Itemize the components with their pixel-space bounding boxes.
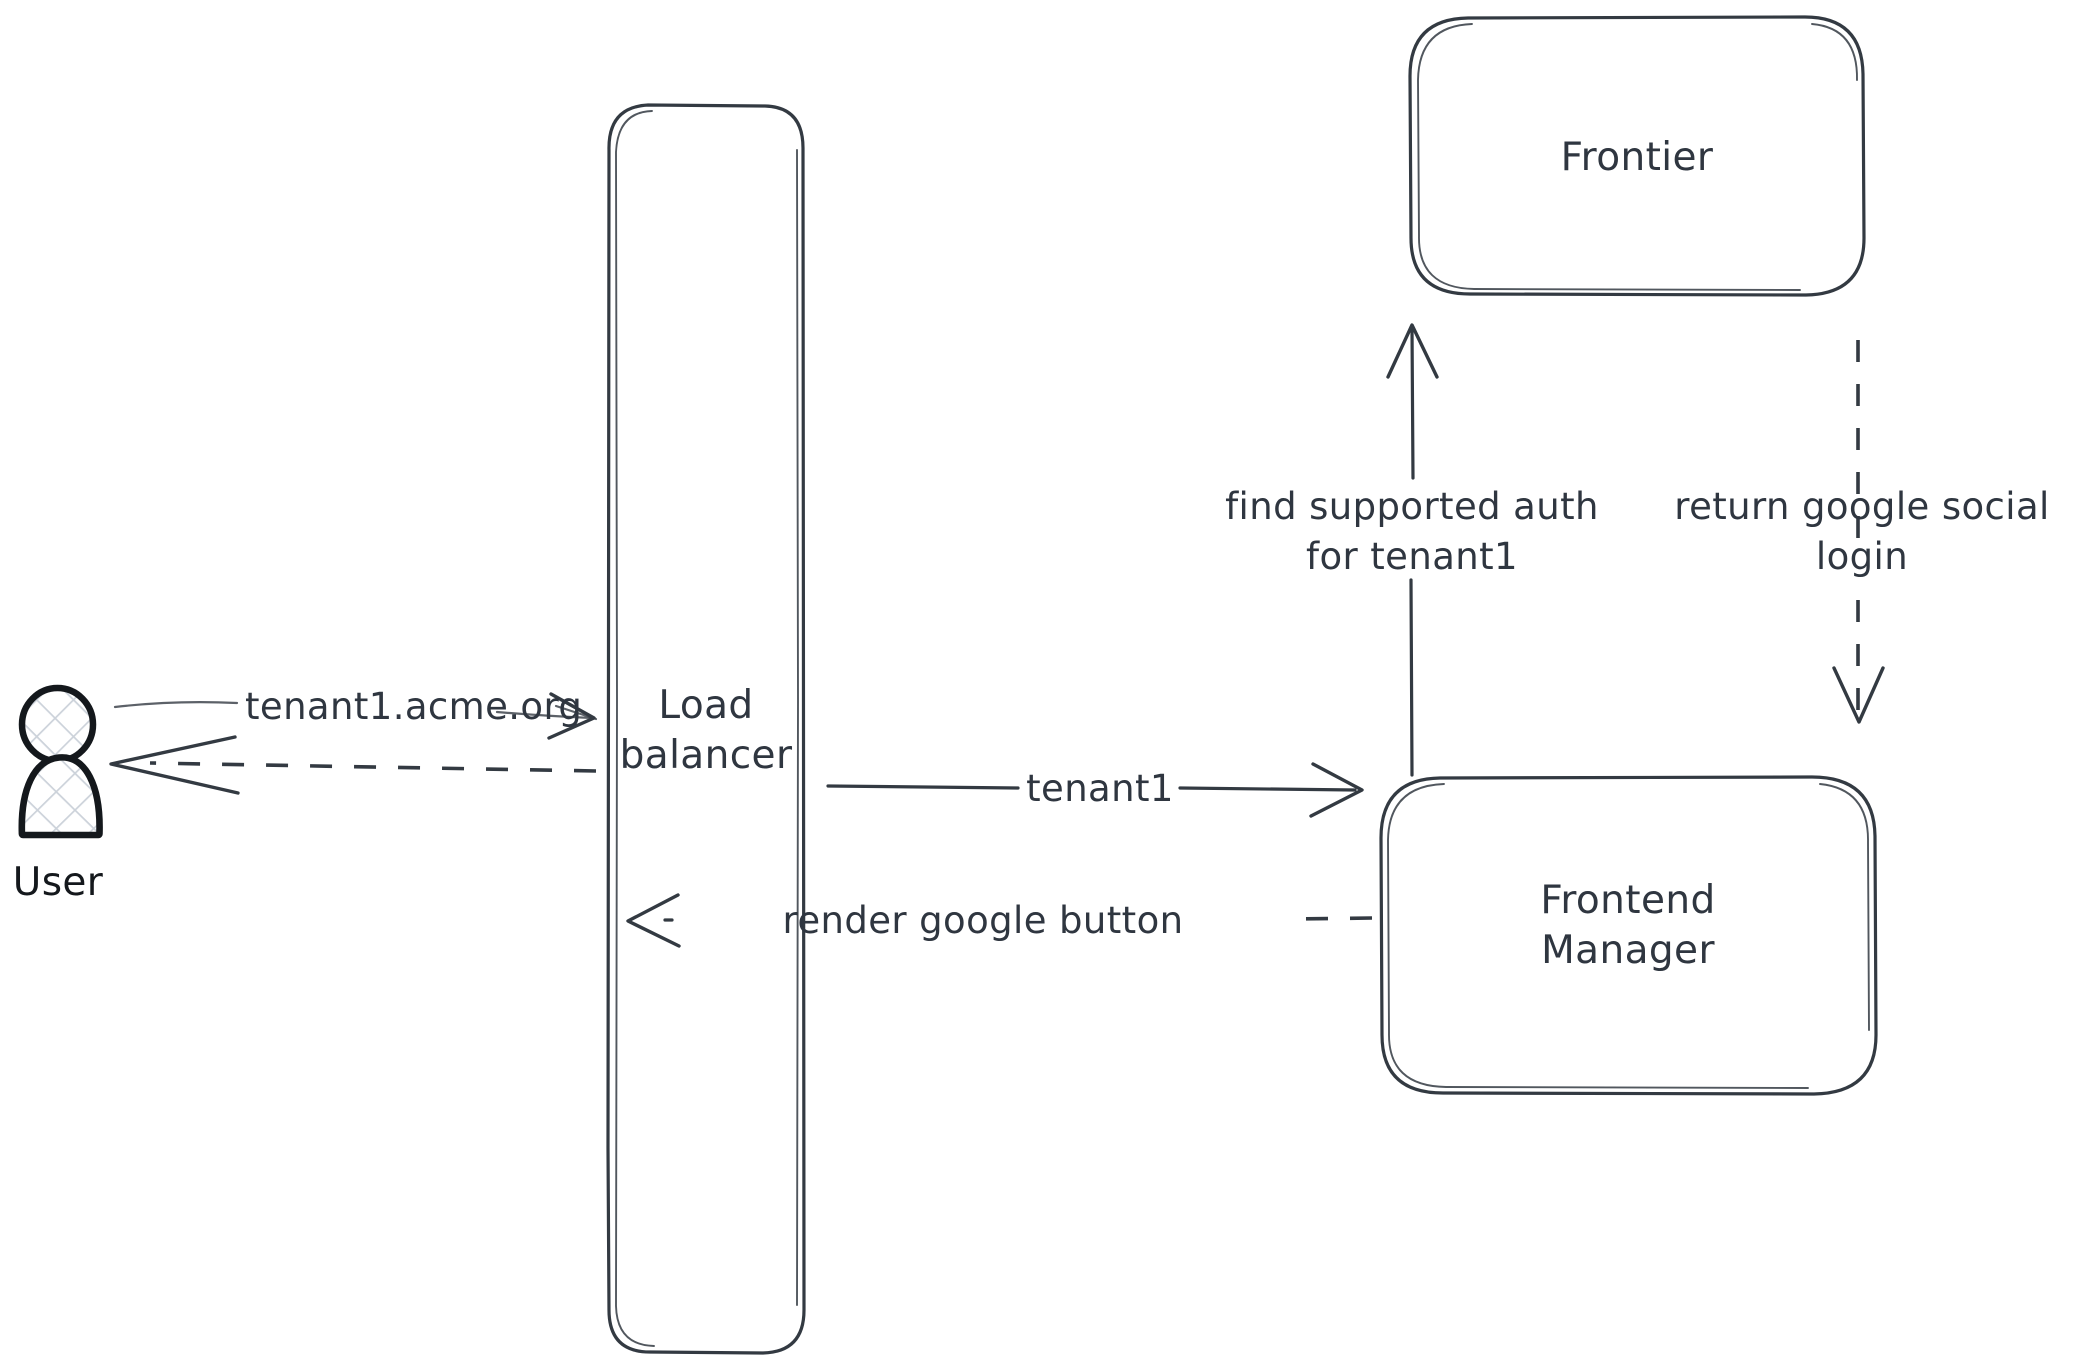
edge-label-find-supported-auth-line1: find supported auth [1225,485,1599,528]
node-frontier[interactable]: Frontier [1408,15,1866,297]
load-balancer-label-line1: Load [658,683,753,728]
edge-frontend-manager-to-frontier: find supported auth for tenant1 [1225,323,1599,777]
edge-label-find-supported-auth-line2: for tenant1 [1306,535,1518,578]
user-icon [18,684,103,839]
edge-frontier-to-frontend-manager: return google social login [1674,340,2049,724]
node-frontend-manager[interactable]: Frontend Manager [1379,775,1878,1096]
frontend-manager-label-line1: Frontend [1540,878,1715,923]
edge-load-balancer-to-frontend-manager: tenant1 [826,762,1364,818]
frontend-manager-label-line2: Manager [1541,928,1715,973]
edge-label-tenant1-acme-org: tenant1.acme.org [245,685,582,728]
node-load-balancer[interactable]: Load balancer [606,103,806,1355]
edge-label-render-google-button: render google button [783,899,1184,942]
load-balancer-label-line2: balancer [620,733,793,778]
user-label: User [13,860,104,905]
edge-load-balancer-to-user [109,735,597,795]
edge-frontend-manager-to-load-balancer: render google button [626,893,1373,948]
frontier-label: Frontier [1561,135,1714,180]
node-user[interactable]: User [13,684,104,905]
edge-label-return-google-social-line1: return google social [1674,485,2049,528]
edge-label-tenant1: tenant1 [1026,767,1174,810]
edge-user-to-load-balancer: tenant1.acme.org [113,685,598,740]
edge-label-return-google-social-line2: login [1816,535,1908,578]
